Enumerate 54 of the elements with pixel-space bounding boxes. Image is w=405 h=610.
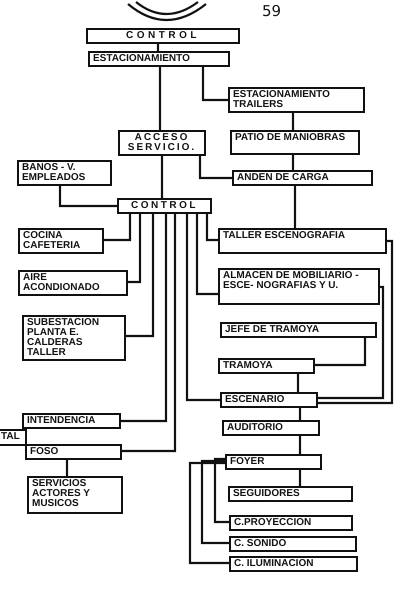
process-box: CONTROL xyxy=(117,198,212,214)
process-box: SEGUIDORES xyxy=(228,486,353,502)
connector-line xyxy=(298,470,302,486)
connector-line xyxy=(196,214,218,296)
process-box: COCINA CAFETERIA xyxy=(18,228,104,254)
connector-line xyxy=(200,460,229,544)
process-box: AUDITORIO xyxy=(222,420,320,436)
process-box: C.PROYECCION xyxy=(229,515,353,531)
connector-line xyxy=(292,111,294,130)
connector-line xyxy=(186,214,220,402)
connector-line xyxy=(188,462,229,564)
connector-line xyxy=(160,155,164,198)
connector-line xyxy=(66,458,68,476)
connector-line xyxy=(104,214,132,242)
process-box: INTENDENCIA xyxy=(22,413,121,429)
connector-line xyxy=(318,286,384,400)
process-box: ANDEN DE CARGA xyxy=(232,170,373,186)
process-box: SUBESTACION PLANTA E. CALDERAS TALLER xyxy=(22,315,126,361)
process-box: JEFE DE TRAMOYA xyxy=(220,322,377,338)
process-box: FOSO xyxy=(25,444,122,460)
process-box: ESCENARIO xyxy=(220,392,318,408)
connector-line xyxy=(298,435,302,454)
process-box: PATIO DE MANIOBRAS xyxy=(230,130,360,155)
connector-line xyxy=(121,214,168,422)
connector-line xyxy=(315,338,366,366)
connector-line xyxy=(122,214,176,452)
process-box: TRAMOYA xyxy=(218,358,315,374)
process-box: C. ILUMINACION xyxy=(229,556,358,572)
connector-line xyxy=(292,155,294,170)
process-box: C. SONIDO xyxy=(229,536,357,552)
connector-line xyxy=(198,155,232,180)
process-box: ESTACIONAMIENTO xyxy=(88,51,230,67)
process-box: FOYER xyxy=(225,454,322,470)
connector-line xyxy=(294,186,296,228)
connector-line xyxy=(128,214,142,284)
page-number: 59 xyxy=(262,2,282,20)
process-box: SERVICIOS ACTORES Y MUSICOS xyxy=(27,476,123,514)
process-box: BANOS - V. EMPLEADOS xyxy=(17,160,112,186)
connector-line xyxy=(214,458,229,524)
process-box: AIRE ACONDIONADO xyxy=(18,270,128,296)
connector-line xyxy=(298,408,302,420)
connector-line xyxy=(126,214,154,338)
process-box: CONTROL xyxy=(86,28,240,44)
connector-line xyxy=(318,240,394,404)
process-box: TAL xyxy=(0,429,27,446)
process-box: ACCESO SERVICIO. xyxy=(118,130,206,156)
connector-line xyxy=(202,67,228,102)
connector-line xyxy=(158,67,162,130)
connector-line xyxy=(296,373,300,392)
connector-line xyxy=(58,185,117,208)
connector-line xyxy=(206,214,218,242)
process-box: ESTACIONAMIENTO TRAILERS xyxy=(228,87,365,113)
process-box: ALMACEN DE MOBILIARIO - ESCE- NOGRAFIAS Y U. xyxy=(218,268,380,305)
process-box: TALLER ESCENOGRAFIA xyxy=(218,228,387,254)
